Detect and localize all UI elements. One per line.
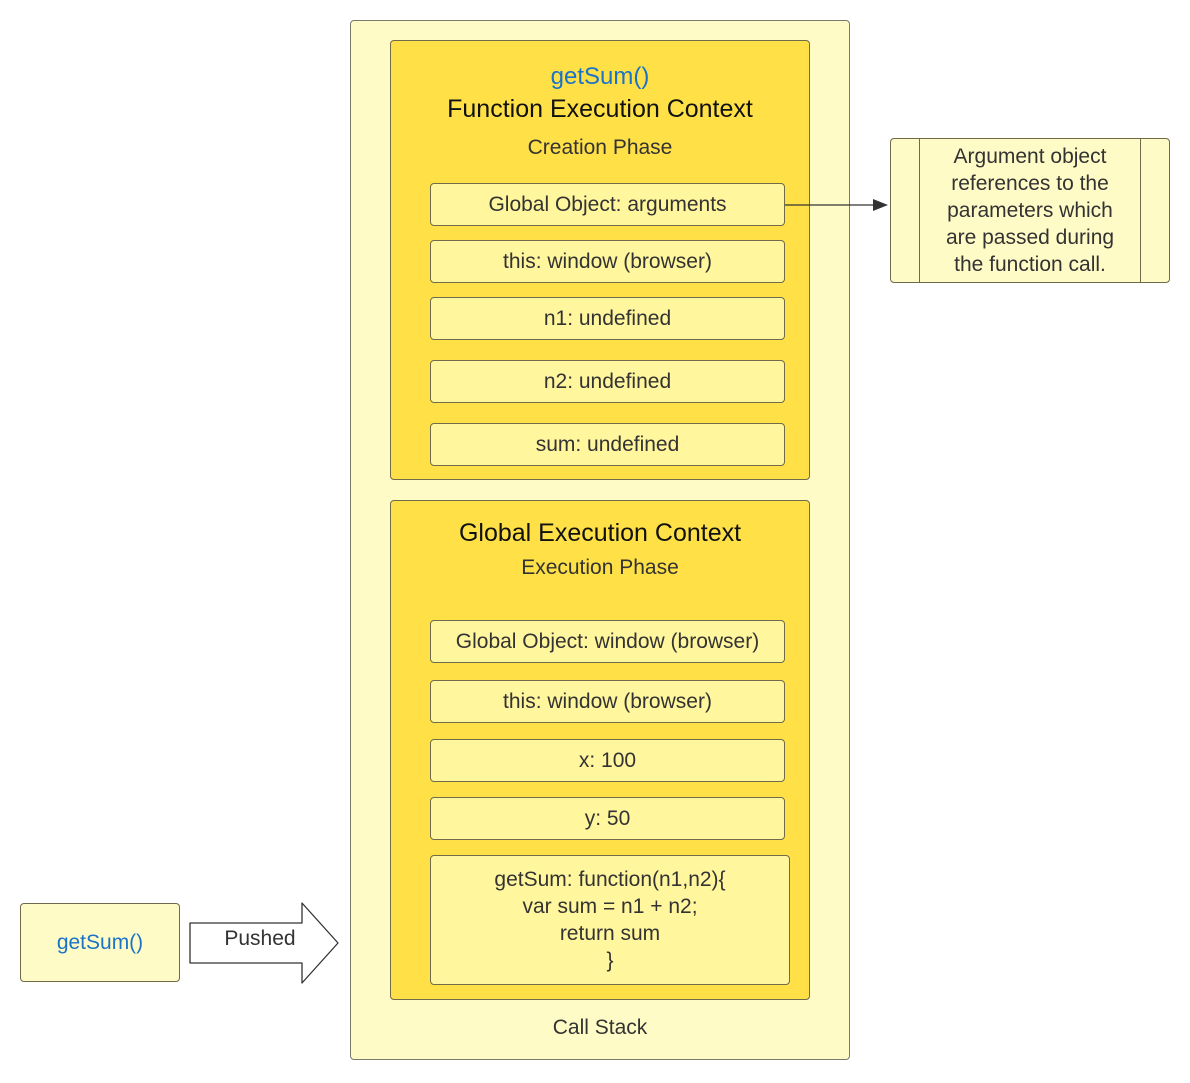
note-line-4: are passed during — [945, 226, 1115, 249]
arguments-note-text: Argument object references to the parame… — [919, 139, 1141, 282]
arguments-note: Argument object references to the parame… — [890, 138, 1170, 283]
fn-row-arguments: Global Object: arguments — [430, 183, 785, 226]
code-line-2: var sum = n1 + n2; — [522, 895, 698, 918]
fn-row-n1: n1: undefined — [430, 297, 785, 340]
global-context-title: Global Execution Context — [458, 519, 742, 547]
note-line-5: the function call. — [954, 253, 1106, 276]
arguments-connector-arrow — [785, 199, 888, 211]
code-line-4: } — [606, 949, 614, 972]
note-line-3: parameters which — [947, 199, 1113, 222]
execution-phase-label: Execution Phase — [521, 556, 679, 579]
code-line-1: getSum: function(n1,n2){ — [494, 868, 726, 891]
getsum-call-box: getSum() — [20, 903, 180, 982]
note-line-1: Argument object — [953, 145, 1107, 168]
code-line-3: return sum — [559, 922, 661, 945]
pushed-label: Pushed — [224, 927, 296, 950]
note-line-2: references to the — [951, 172, 1109, 195]
global-row-object: Global Object: window (browser) — [430, 620, 785, 663]
function-context-title: Function Execution Context — [447, 95, 753, 123]
fn-row-sum: sum: undefined — [430, 423, 785, 466]
creation-phase-label: Creation Phase — [527, 136, 673, 159]
global-row-y: y: 50 — [430, 797, 785, 840]
pushed-block-arrow — [189, 902, 339, 984]
global-row-getsum-function: getSum: function(n1,n2){ var sum = n1 + … — [430, 855, 790, 985]
global-row-this: this: window (browser) — [430, 680, 785, 723]
fn-row-this: this: window (browser) — [430, 240, 785, 283]
function-name-title: getSum() — [550, 63, 650, 90]
global-row-x: x: 100 — [430, 739, 785, 782]
fn-row-n2: n2: undefined — [430, 360, 785, 403]
call-stack-label: Call Stack — [552, 1016, 648, 1039]
